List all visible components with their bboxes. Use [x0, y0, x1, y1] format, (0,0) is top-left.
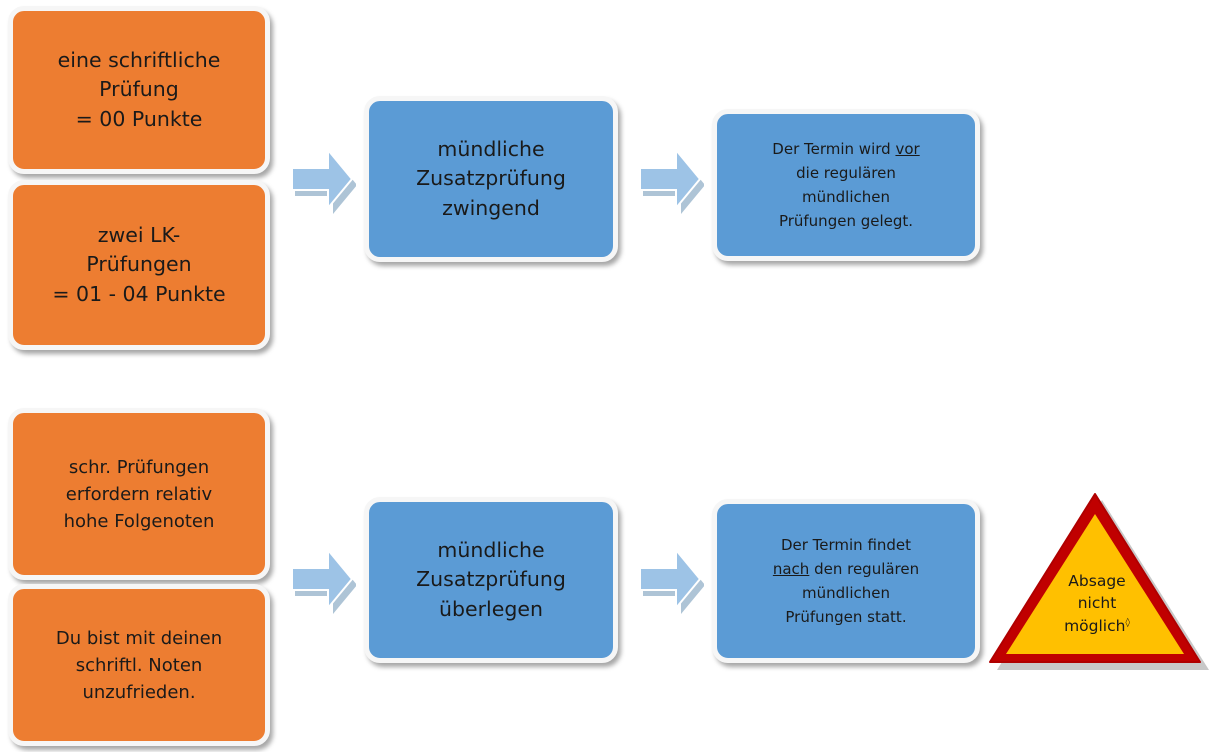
- oral-exam-mandatory: mündliche Zusatzprüfung zwingend: [364, 96, 618, 262]
- schedule-before-regular: Der Termin wird vor die regulären mündli…: [712, 109, 980, 261]
- condition-two-lk-exams: zwei LK- Prüfungen = 01 - 04 Punkte: [8, 180, 270, 350]
- box-line: Prüfung: [99, 77, 179, 102]
- box-line: überlegen: [439, 596, 543, 621]
- box-line: schr. Prüfungen: [68, 456, 210, 478]
- condition-unsatisfied-with-grades: Du bist mit deinen schriftl. Noten unzuf…: [8, 584, 270, 746]
- result-line: mündlichen: [802, 188, 890, 206]
- result-line: den regulären: [809, 560, 920, 578]
- result-line: Der Termin wird: [772, 140, 896, 158]
- warning-line: Absage: [1068, 572, 1126, 590]
- arrow-right-icon: [639, 147, 704, 214]
- arrow-right-icon: [291, 147, 356, 214]
- schedule-after-regular: Der Termin findet nach den regulären mün…: [712, 499, 980, 663]
- arrow-right-icon: [639, 547, 704, 614]
- box-line: zwingend: [442, 195, 540, 220]
- warning-text: Absage nicht möglich◊: [1045, 570, 1149, 637]
- box-line: Prüfungen: [86, 252, 192, 277]
- emphasis-before: vor: [895, 140, 920, 158]
- box-line: eine schriftliche: [57, 48, 221, 73]
- result-line: mündlichen: [802, 584, 890, 602]
- box-line: Zusatzprüfung: [416, 567, 566, 592]
- box-line: hohe Folgenoten: [63, 510, 215, 532]
- condition-written-exam-zero: eine schriftliche Prüfung = 00 Punkte: [8, 6, 270, 174]
- warning-line: nicht: [1077, 594, 1117, 613]
- oral-exam-consider: mündliche Zusatzprüfung überlegen: [364, 497, 618, 663]
- result-line: Prüfungen gelegt.: [778, 212, 914, 230]
- box-line: erfordern relativ: [65, 483, 213, 505]
- box-line: zwei LK-: [97, 223, 181, 248]
- arrow-right-icon: [291, 547, 356, 614]
- result-line: Der Termin findet: [780, 536, 912, 554]
- box-line: = 01 - 04 Punkte: [52, 281, 226, 306]
- box-line: unzufrieden.: [82, 681, 196, 703]
- box-line: mündliche: [437, 538, 545, 563]
- footnote-mark: ◊: [1125, 617, 1130, 628]
- result-line: Prüfungen statt.: [785, 608, 907, 626]
- result-line: die regulären: [796, 164, 896, 182]
- warning-triangle-icon: [989, 493, 1209, 670]
- emphasis-after: nach: [772, 560, 810, 578]
- box-line: = 00 Punkte: [75, 106, 203, 131]
- box-line: schriftl. Noten: [75, 654, 203, 676]
- warning-line: möglich: [1064, 616, 1126, 635]
- box-line: Du bist mit deinen: [55, 627, 223, 649]
- box-line: Zusatzprüfung: [416, 166, 566, 191]
- box-line: mündliche: [437, 137, 545, 162]
- condition-high-follow-up-grades: schr. Prüfungen erfordern relativ hohe F…: [8, 408, 270, 580]
